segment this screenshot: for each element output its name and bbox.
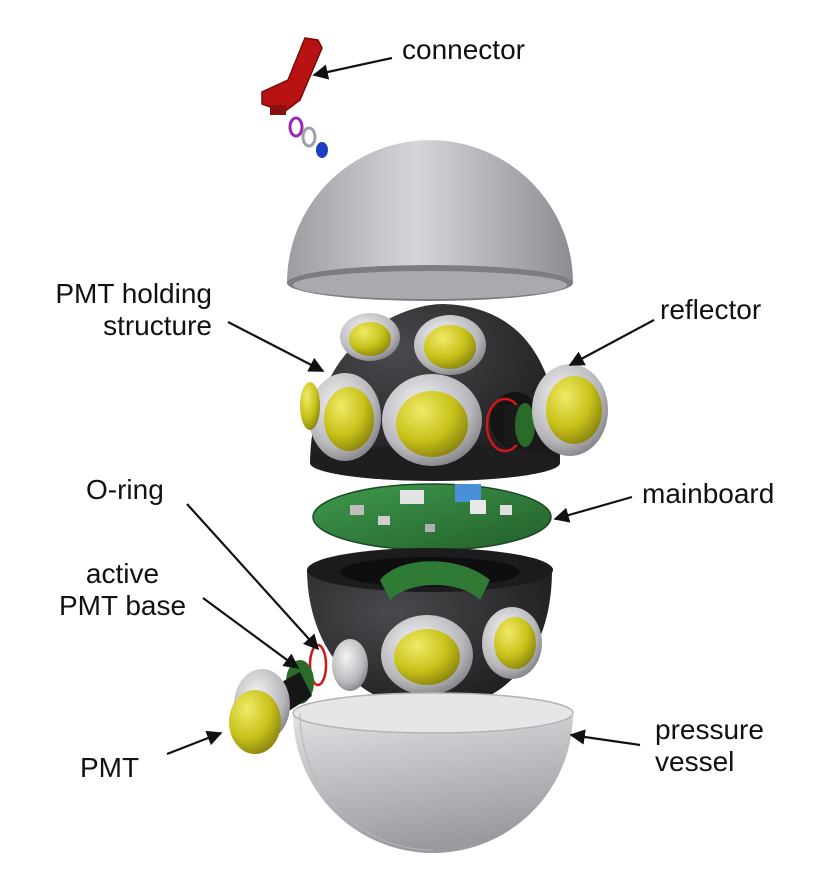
arrow-pmt <box>166 730 223 756</box>
leader-arrows <box>166 56 655 756</box>
arrow-mainboard <box>553 495 633 523</box>
label-active-line1: active <box>85 558 160 589</box>
arrow-oring <box>186 503 320 651</box>
label-pmt: PMT <box>80 752 140 783</box>
label-pmt-holding-structure: PMT holding structure <box>22 278 212 342</box>
label-connector: connector <box>402 34 525 65</box>
bottom-hemisphere <box>292 692 574 853</box>
label-pmt-holding-line1: PMT holding <box>55 278 212 309</box>
label-pmt-holding-line2: structure <box>103 310 212 341</box>
label-pressure-line2: vessel <box>655 746 735 777</box>
arrow-pmt-holding <box>227 321 325 372</box>
arrow-reflector <box>568 319 655 366</box>
pmt-part <box>229 643 328 754</box>
label-active-line2: PMT base <box>58 590 187 621</box>
top-hemisphere <box>287 140 573 301</box>
arrow-pressure-vessel <box>569 729 641 747</box>
label-reflector: reflector <box>660 294 762 325</box>
reflector-part <box>485 364 608 456</box>
connector-part <box>261 37 328 158</box>
label-pressure-line1: pressure <box>655 714 764 745</box>
label-oring: O-ring <box>86 474 164 505</box>
lower-pmts <box>332 607 542 695</box>
arrow-connector <box>312 56 393 80</box>
label-active-pmt-base: active PMT base <box>40 558 205 622</box>
label-pressure-vessel: pressure vessel <box>655 714 764 778</box>
mainboard-part <box>312 483 552 551</box>
label-mainboard: mainboard <box>642 478 775 509</box>
arrow-active-base <box>202 597 300 669</box>
